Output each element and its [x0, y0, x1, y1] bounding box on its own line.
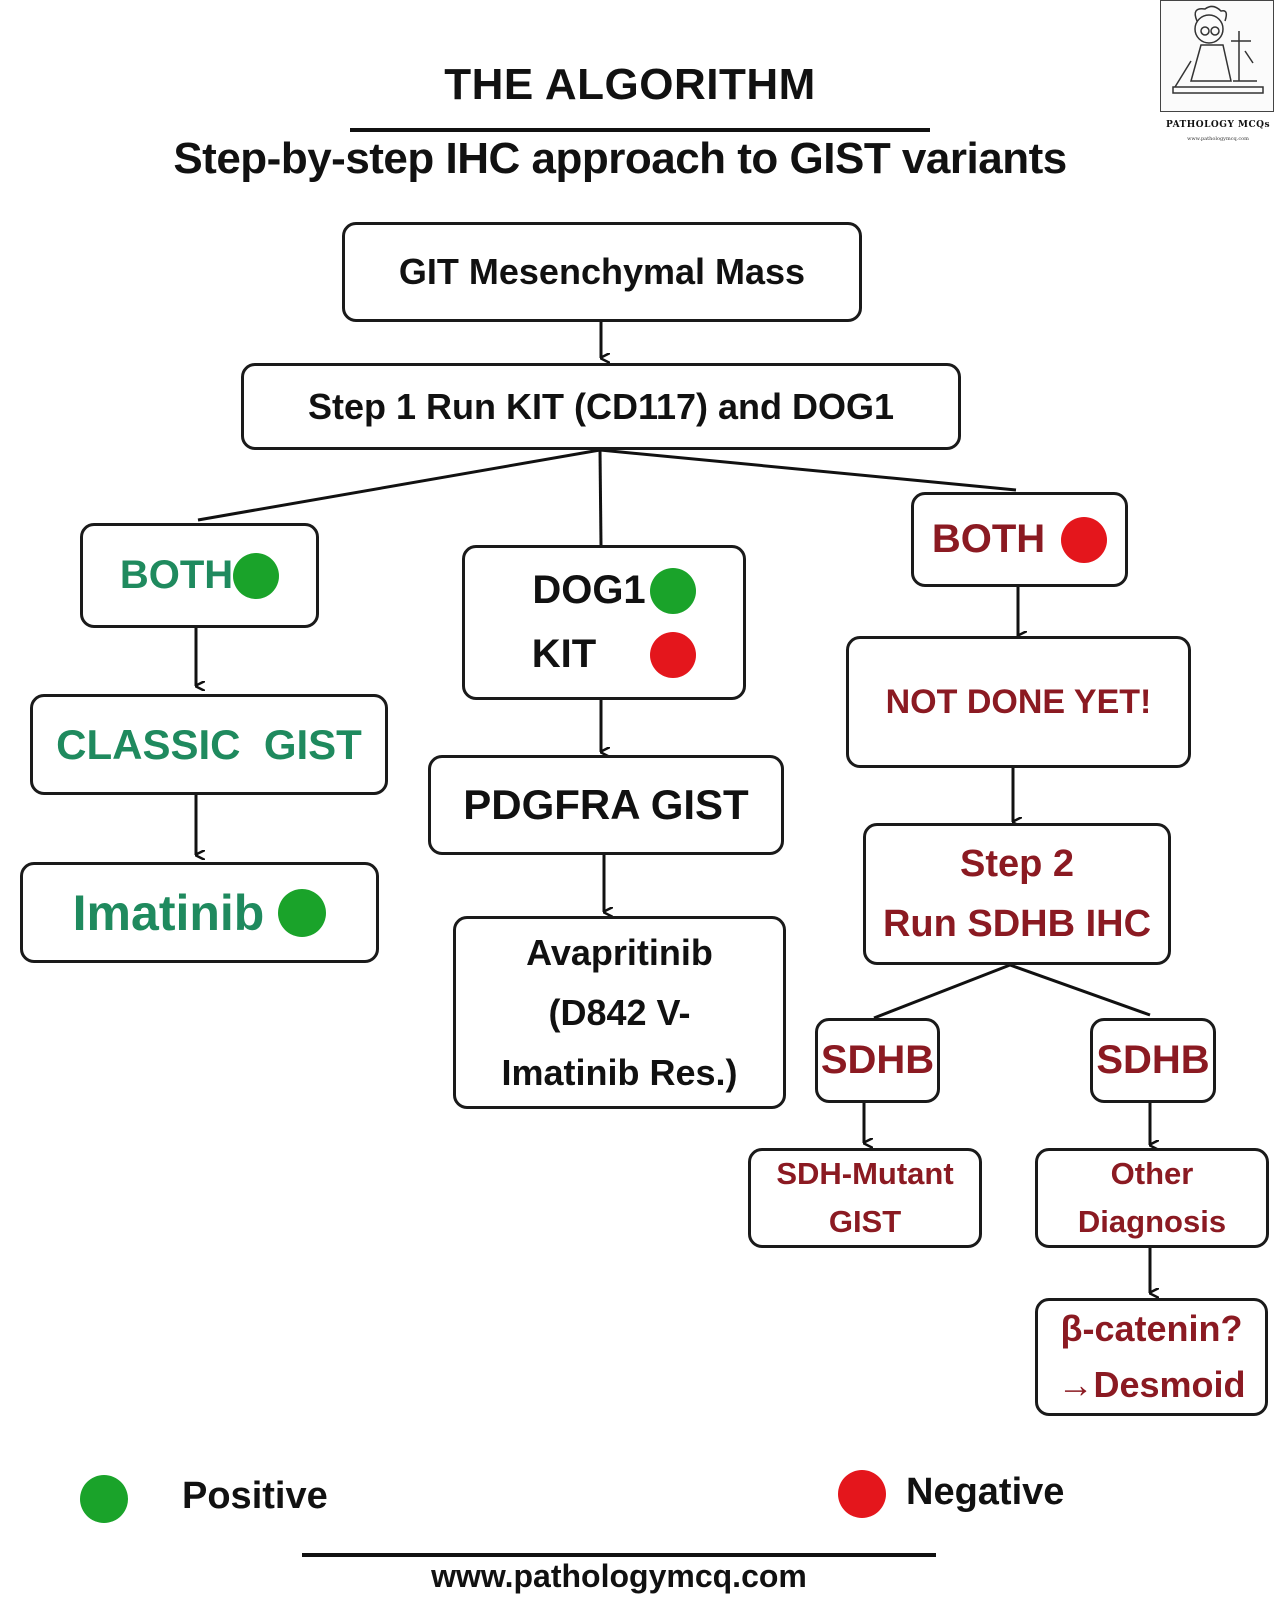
legend-negative-dot-icon	[838, 1470, 886, 1518]
node-other-diagnosis: Other Diagnosis	[1035, 1148, 1269, 1248]
node-imatinib-label: Imatinib	[72, 884, 265, 941]
node-start: GIT Mesenchymal Mass	[342, 222, 862, 322]
node-start-label: GIT Mesenchymal Mass	[398, 251, 806, 292]
node-step2-line1: Step 2	[959, 843, 1075, 885]
branch-step1-middle	[598, 449, 603, 546]
branch-step2-right	[1009, 963, 1151, 1017]
positive-dot-icon	[233, 552, 280, 599]
node-both-negative-label: BOTH	[931, 517, 1046, 561]
node-avapritinib-line2: (D842 V-	[548, 991, 691, 1033]
title-underline	[350, 128, 930, 132]
node-catenin-line2: →Desmoid	[1057, 1364, 1246, 1405]
node-other-line1: Other	[1110, 1156, 1194, 1191]
branch-step2-left	[873, 963, 1011, 1020]
node-both-negative: BOTH	[911, 492, 1128, 587]
node-step1-label: Step 1 Run KIT (CD117) and DOG1	[307, 385, 895, 427]
node-both-positive-label: BOTH	[119, 553, 234, 597]
node-not-done-label: NOT DONE YET!	[885, 682, 1152, 721]
footer-rule	[302, 1553, 936, 1557]
node-other-line2: Diagnosis	[1077, 1204, 1227, 1239]
node-pdgfra-gist: PDGFRA GIST	[428, 755, 784, 855]
node-sdhb-left: SDHB	[815, 1018, 940, 1103]
node-dog1-label: DOG1	[532, 568, 646, 612]
node-dog1-kit: DOG1 KIT	[462, 545, 746, 700]
node-step2: Step 2 Run SDHB IHC	[863, 823, 1171, 965]
node-avapritinib-line1: Avapritinib	[526, 931, 713, 973]
node-pdgfra-label: PDGFRA GIST	[463, 781, 749, 828]
branch-step1-left	[197, 448, 601, 522]
node-catenin-line1: β-catenin?	[1060, 1308, 1243, 1349]
negative-dot-icon	[650, 631, 697, 678]
node-imatinib: Imatinib	[20, 862, 379, 963]
node-sdhb-left-label: SDHB	[820, 1038, 935, 1082]
node-step2-line2: Run SDHB IHC	[882, 903, 1152, 945]
positive-dot-icon	[278, 888, 327, 937]
page-subtitle: Step-by-step IHC approach to GIST varian…	[173, 134, 1067, 183]
legend-positive-dot-icon	[80, 1475, 128, 1523]
node-beta-catenin: β-catenin? →Desmoid	[1035, 1298, 1268, 1416]
node-kit-label: KIT	[531, 632, 597, 676]
positive-dot-icon	[649, 567, 696, 614]
logo-url: www.pathologymcq.com	[1187, 136, 1249, 142]
microscope-icon	[1172, 5, 1264, 94]
node-sdhb-right-label: SDHB	[1096, 1038, 1210, 1082]
page-title: THE ALGORITHM	[444, 60, 816, 109]
logo: PATHOLOGY MCQs www.pathologymcq.com	[1160, 0, 1276, 148]
legend-negative-label: Negative	[906, 1471, 1065, 1513]
footer-url: www.pathologymcq.com	[431, 1558, 807, 1594]
node-classic-label: CLASSIC GIST	[56, 720, 362, 768]
logo-caption: PATHOLOGY MCQs	[1165, 120, 1271, 130]
node-sdh-mutant-line1: SDH-Mutant	[776, 1156, 954, 1191]
node-classic-gist: CLASSIC GIST	[30, 694, 388, 795]
node-step1: Step 1 Run KIT (CD117) and DOG1	[241, 363, 961, 450]
node-sdh-mutant-line2: GIST	[828, 1204, 902, 1239]
node-not-done-yet: NOT DONE YET!	[846, 636, 1191, 768]
node-sdh-mutant-gist: SDH-Mutant GIST	[748, 1148, 982, 1248]
scientist-illustration	[1160, 0, 1274, 112]
node-sdhb-right: SDHB	[1090, 1018, 1216, 1103]
branch-step1-right	[599, 448, 1017, 492]
negative-dot-icon	[1061, 516, 1108, 563]
node-avapritinib: Avapritinib (D842 V- Imatinib Res.)	[453, 916, 786, 1109]
node-avapritinib-line3: Imatinib Res.)	[501, 1051, 738, 1093]
legend-positive-label: Positive	[182, 1475, 328, 1517]
node-both-positive: BOTH	[80, 523, 319, 628]
